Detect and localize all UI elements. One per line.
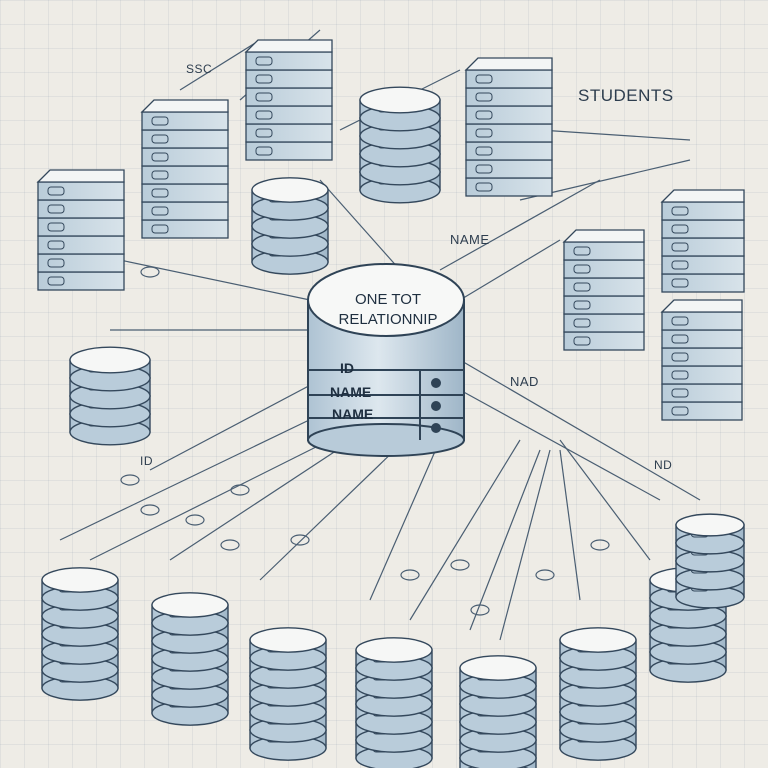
label-ssc: SSC <box>186 62 213 76</box>
disk-stack <box>355 637 433 768</box>
disk-stack <box>69 346 151 446</box>
central-title-line2: RELATIONNIP <box>338 311 438 328</box>
central-title-line1: ONE TOT <box>354 291 422 308</box>
disk-stack <box>251 177 329 275</box>
disk-stack <box>151 592 229 726</box>
label-students: STUDENTS <box>578 86 674 105</box>
central-entity-cylinder <box>307 263 465 457</box>
disk-stack <box>459 655 537 768</box>
box-stack <box>562 229 645 351</box>
box-stack <box>244 39 333 161</box>
disk-stack <box>359 86 441 204</box>
disk-stack <box>41 567 119 701</box>
disk-stack <box>249 627 327 761</box>
label-id: ID <box>140 454 153 468</box>
label-nd: ND <box>654 458 673 472</box>
label-name: NAME <box>450 232 490 247</box>
box-stack <box>660 299 743 421</box>
box-stack <box>660 189 745 293</box>
disk-stack <box>559 627 637 761</box>
central-row-id: ID <box>340 360 354 376</box>
box-stack <box>36 169 125 291</box>
box-stack <box>464 57 553 197</box>
disk-stack <box>675 513 745 609</box>
connector-nodes <box>120 266 610 616</box>
connector-lines <box>59 29 701 641</box>
central-entity-title: ONE TOT RELATIONNIP <box>318 290 458 330</box>
database-stacks <box>36 39 745 768</box>
central-row-name-2: NAME <box>332 406 374 422</box>
box-stack <box>140 99 229 239</box>
label-nad: NAD <box>510 374 539 389</box>
central-row-name-1: NAME <box>330 384 372 400</box>
